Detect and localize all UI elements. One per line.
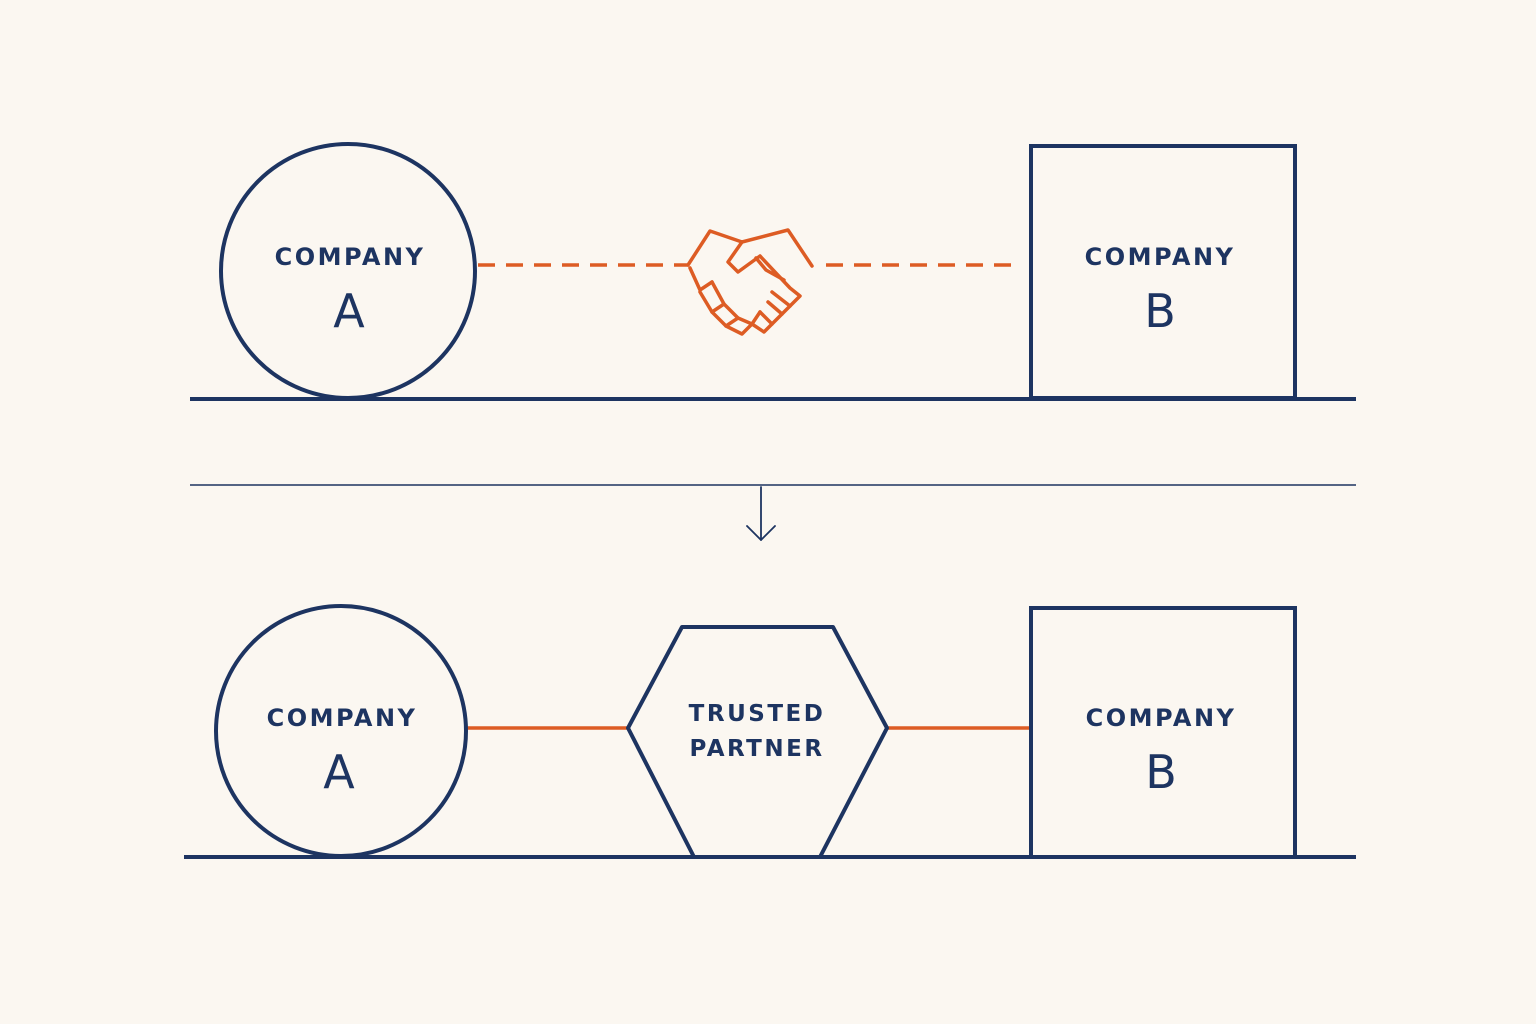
company-a-letter: A xyxy=(333,284,365,338)
company-b-letter: B xyxy=(1144,284,1176,338)
company-b-letter: B xyxy=(1145,745,1177,799)
partner-label-line2: PARTNER xyxy=(689,736,824,762)
before-company-b: COMPANY B xyxy=(1029,144,1297,400)
company-b-label: COMPANY xyxy=(1086,704,1237,732)
company-b-label: COMPANY xyxy=(1085,243,1236,271)
after-company-a: COMPANY A xyxy=(214,604,468,858)
arrow-down-icon xyxy=(746,486,776,541)
handshake-icon xyxy=(686,228,814,336)
partner-label-line1: TRUSTED xyxy=(689,701,826,727)
company-a-label: COMPANY xyxy=(267,704,418,732)
after-panel: COMPANY A TRUSTED PARTNER COMPANY B xyxy=(184,604,1356,859)
company-a-label: COMPANY xyxy=(275,243,426,271)
transition xyxy=(190,484,1356,541)
before-panel: COMPANY A COMPANY B xyxy=(190,142,1356,401)
after-company-b: COMPANY B xyxy=(1029,606,1297,859)
company-a-letter: A xyxy=(323,745,355,799)
